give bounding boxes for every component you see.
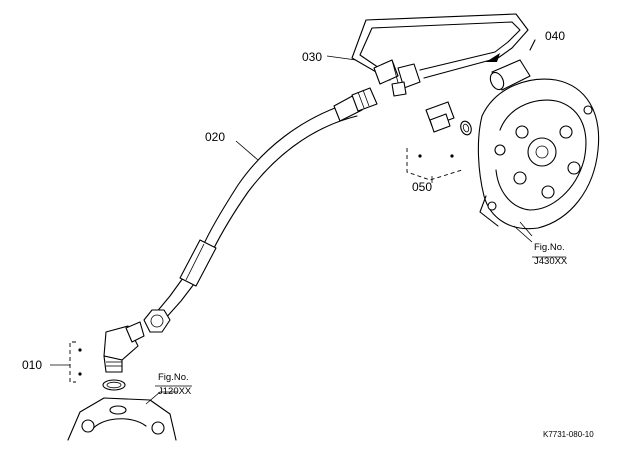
sleeve-040: [486, 39, 536, 91]
part-label-010: 010: [22, 358, 42, 372]
fig-ref-lower-line1: Fig.No.: [158, 372, 189, 383]
fig-ref-upper-line2: J430XX: [534, 256, 568, 267]
part-label-040: 040: [545, 29, 565, 43]
part-label-020: 020: [205, 130, 225, 144]
part-label-050: 050: [412, 180, 432, 194]
pump-body-lower: [67, 397, 177, 441]
pump-body-upper: [477, 78, 600, 237]
diagram-code: K7731-080-10: [543, 430, 594, 439]
part-label-030: 030: [302, 50, 322, 64]
pipe-030: [351, 13, 529, 97]
hose-020: [143, 87, 378, 333]
leader-lines: [50, 55, 566, 405]
adapter-050: [406, 101, 472, 181]
elbow-010: [69, 321, 145, 391]
fig-ref-lower-line2: J120XX: [158, 386, 192, 397]
fig-ref-upper-line1: Fig.No.: [534, 242, 565, 253]
